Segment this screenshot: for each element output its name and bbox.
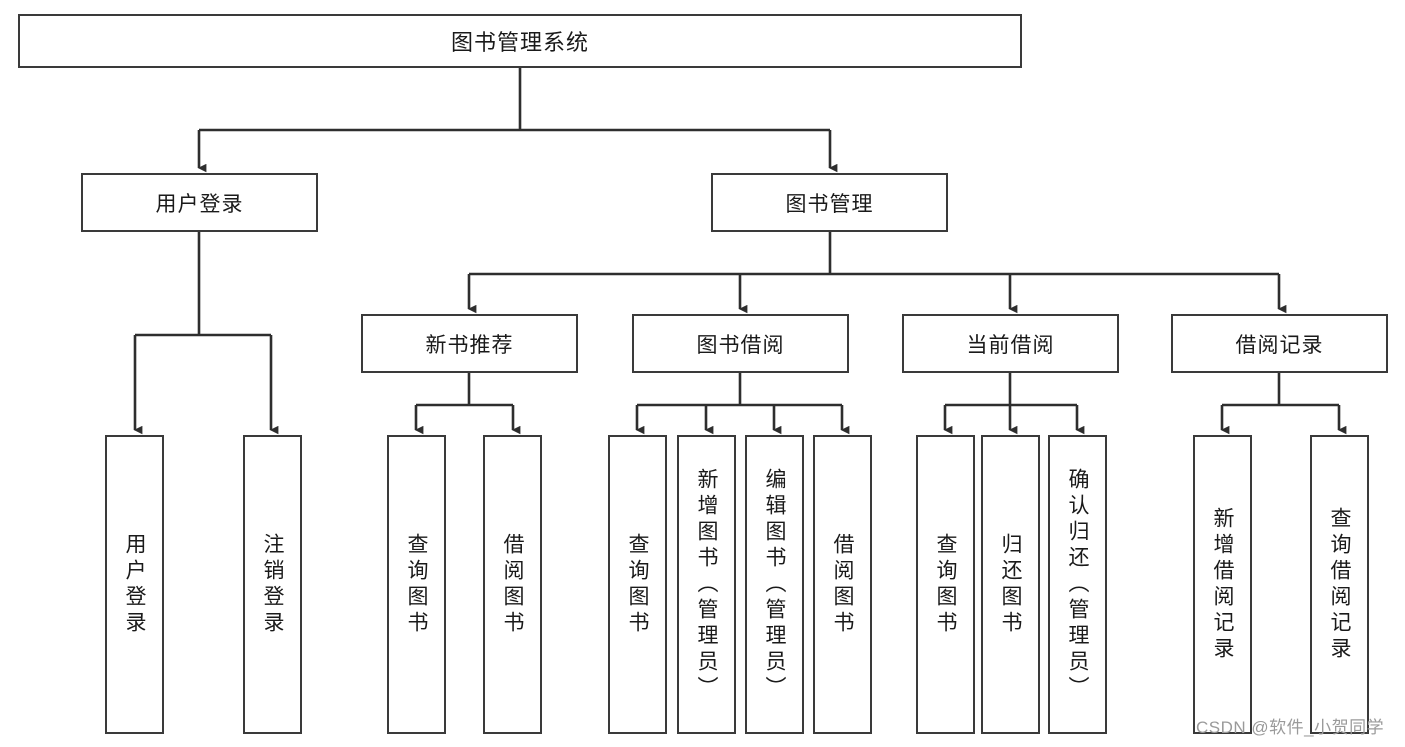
node-borrow-record[interactable]: 借阅记录 [1171,314,1388,373]
node-label: 注销登录 [261,532,284,637]
node-leaf-add-record[interactable]: 新增借阅记录 [1193,435,1252,734]
node-label: 借阅图书 [831,532,854,637]
node-leaf-return-book[interactable]: 归还图书 [981,435,1040,734]
node-leaf-logout[interactable]: 注销登录 [243,435,302,734]
node-current-borrow[interactable]: 当前借阅 [902,314,1119,373]
node-label: 查询图书 [405,532,428,637]
node-label: 图书管理系统 [450,30,589,55]
node-label: 新增借阅记录 [1211,506,1234,663]
node-leaf-confirm-return[interactable]: 确认归还（管理员） [1048,435,1107,734]
node-label: 确认归还（管理员） [1066,467,1089,702]
node-label: 新书推荐 [425,333,514,357]
node-label: 借阅记录 [1235,333,1324,357]
node-label: 当前借阅 [966,333,1055,357]
node-label: 编辑图书（管理员） [763,467,786,702]
watermark-text: CSDN @软件_小贺同学 [1196,718,1385,737]
node-leaf-query-book-1[interactable]: 查询图书 [387,435,446,734]
node-label: 查询图书 [934,532,957,637]
node-label: 归还图书 [999,532,1022,637]
node-user-login[interactable]: 用户登录 [81,173,318,232]
node-label: 用户登录 [123,532,146,637]
node-label: 借阅图书 [501,532,524,637]
node-label: 图书管理 [785,192,874,216]
node-leaf-add-book[interactable]: 新增图书（管理员） [677,435,736,734]
node-leaf-query-book-3[interactable]: 查询图书 [916,435,975,734]
node-leaf-query-record[interactable]: 查询借阅记录 [1310,435,1369,734]
node-root-system[interactable]: 图书管理系统 [18,14,1022,68]
node-label: 用户登录 [155,192,244,216]
node-leaf-borrow-book-1[interactable]: 借阅图书 [483,435,542,734]
node-book-manage[interactable]: 图书管理 [711,173,948,232]
node-label: 查询图书 [626,532,649,637]
node-leaf-borrow-book-2[interactable]: 借阅图书 [813,435,872,734]
node-leaf-user-login[interactable]: 用户登录 [105,435,164,734]
node-leaf-query-book-2[interactable]: 查询图书 [608,435,667,734]
node-label: 查询借阅记录 [1328,506,1351,663]
node-book-borrow[interactable]: 图书借阅 [632,314,849,373]
node-label: 新增图书（管理员） [695,467,718,702]
node-new-book-recommend[interactable]: 新书推荐 [361,314,578,373]
node-leaf-edit-book[interactable]: 编辑图书（管理员） [745,435,804,734]
node-label: 图书借阅 [696,333,785,357]
